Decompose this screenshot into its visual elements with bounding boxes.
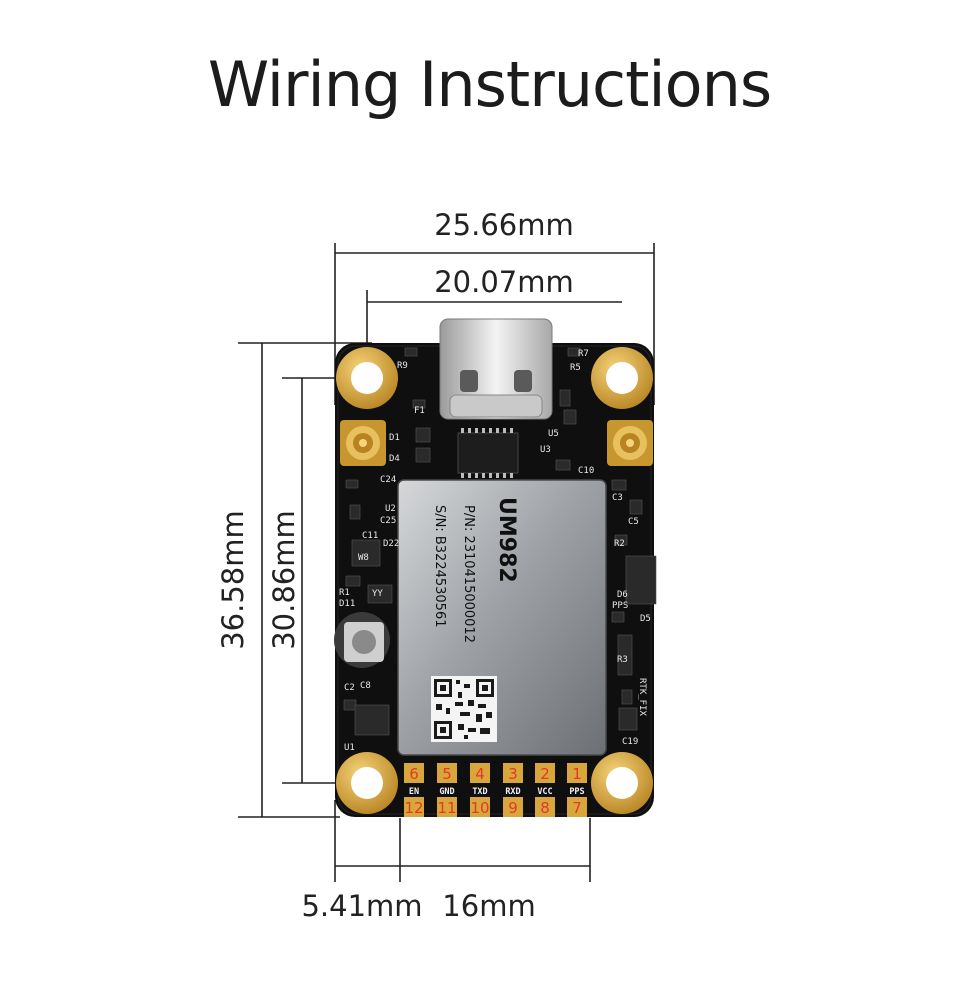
pin-pad-7: [567, 797, 587, 817]
silkscreen-labels: R9 R7 R5 F1 D1 D4 U3 U5 C10 C24 U2 C25 C…: [339, 349, 651, 753]
dim-height-inner: 30.86mm: [267, 510, 301, 650]
pin-number-8: 8: [540, 799, 550, 817]
antenna-connector-left: [340, 420, 386, 466]
pin-number-11: 11: [437, 799, 456, 817]
silk-c25: C25: [380, 516, 396, 526]
pin-number-1: 1: [572, 765, 582, 783]
pin-number-10: 10: [470, 799, 489, 817]
silk-u3: U3: [540, 445, 551, 455]
pin-pad-6: [404, 763, 424, 783]
silk-pps: PPS: [612, 601, 628, 611]
smd-components: [343, 347, 657, 736]
u3-chip: [457, 432, 519, 474]
silk-d22: D22: [383, 539, 399, 549]
silk-d6: D6: [617, 590, 628, 600]
module-name: UM982: [494, 497, 519, 583]
silk-c2: C2: [344, 683, 355, 693]
pin-pad-12: [404, 797, 424, 817]
dim-height-outer: 36.58mm: [216, 510, 250, 650]
qr-code: [431, 676, 497, 742]
pin-pad-4: [470, 763, 490, 783]
silk-r3: R3: [617, 655, 628, 665]
silk-r7: R7: [578, 349, 589, 359]
pin-label-pps: PPS: [569, 787, 584, 797]
module-sn: S/N: B3224530561: [432, 505, 447, 628]
dim-width-outer: 25.66mm: [434, 208, 574, 242]
silk-c5: C5: [628, 517, 639, 527]
silk-r5: R5: [570, 363, 581, 373]
pin-pad-1: [567, 763, 587, 783]
silk-f1: F1: [414, 406, 425, 416]
silk-r2: R2: [614, 539, 625, 549]
silk-c10: C10: [578, 466, 594, 476]
pin-label-en: EN: [409, 787, 419, 797]
pin-number-7: 7: [572, 799, 582, 817]
mounting-hole-bottom-left: [336, 752, 398, 814]
um982-module: UM982 P/N: 2310415000012 S/N: B322453056…: [397, 479, 607, 756]
pin-number-3: 3: [508, 765, 518, 783]
pin-number-6: 6: [409, 765, 419, 783]
silk-u1: U1: [344, 743, 355, 753]
buzzer: [334, 612, 390, 668]
pin-pad-8: [535, 797, 555, 817]
pin-number-9: 9: [508, 799, 518, 817]
pin-pad-9: [503, 797, 523, 817]
module-pn: P/N: 2310415000012: [461, 505, 476, 643]
mounting-hole-top-left: [336, 347, 398, 409]
silk-d5: D5: [640, 614, 651, 624]
silk-c19: C19: [622, 737, 638, 747]
silk-w8: W8: [358, 553, 369, 563]
pin-pad-10: [470, 797, 490, 817]
pin-number-4: 4: [475, 765, 485, 783]
dim-width-inner: 20.07mm: [434, 265, 574, 299]
pin-pad-2: [535, 763, 555, 783]
page-title: Wiring Instructions: [207, 48, 772, 121]
silk-c24: C24: [380, 475, 396, 485]
pin-label-rxd: RXD: [505, 787, 520, 797]
silk-yy: YY: [372, 589, 383, 599]
pin-label-gnd: GND: [439, 787, 454, 797]
silk-u2: U2: [385, 504, 396, 514]
mounting-hole-top-right: [591, 347, 653, 409]
pin-number-2: 2: [540, 765, 550, 783]
silk-c11: C11: [362, 531, 378, 541]
pin-pad-3: [503, 763, 523, 783]
silk-c8: C8: [360, 681, 371, 691]
silk-rtk: RTK_FIX: [637, 678, 647, 717]
pin-pad-5: [437, 763, 457, 783]
silk-d4: D4: [389, 454, 400, 464]
silk-c3: C3: [612, 493, 623, 503]
usb-c-connector: [439, 318, 553, 420]
silk-r9: R9: [397, 361, 408, 371]
pin-label-txd: TXD: [472, 787, 487, 797]
silk-u5: U5: [548, 429, 559, 439]
pin-number-12: 12: [404, 799, 423, 817]
dim-offset-bottom: 5.41mm: [301, 889, 422, 923]
silk-d1: D1: [389, 433, 400, 443]
pin-number-5: 5: [442, 765, 452, 783]
pin-label-vcc: VCC: [537, 787, 552, 797]
silk-d11: D11: [339, 599, 355, 609]
pin-pad-11: [437, 797, 457, 817]
dim-pin-span: 16mm: [442, 889, 535, 923]
silk-r1: R1: [339, 588, 350, 598]
mounting-hole-bottom-right: [591, 752, 653, 814]
antenna-connector-right: [607, 420, 653, 466]
